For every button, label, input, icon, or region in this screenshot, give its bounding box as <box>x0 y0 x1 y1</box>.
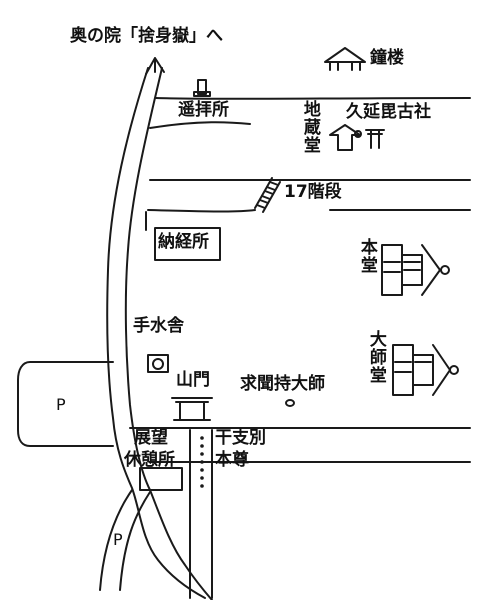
hondo-label: 本堂 <box>356 238 377 274</box>
main-road-right-edge <box>124 67 213 600</box>
temizuya-label: 手水舎 <box>133 316 184 336</box>
tenbo-label-line2: 休憩所 <box>124 450 175 470</box>
tenbo-rest-area <box>139 467 183 491</box>
kuenbiko-torii <box>365 129 385 149</box>
sanmon-label: 山門 <box>176 370 210 390</box>
stairs-label: 17階段 <box>284 182 342 202</box>
parking-label-bottom: P <box>113 530 123 549</box>
nokyosho-building <box>154 227 221 261</box>
daishido-building <box>392 344 459 396</box>
eto-dots <box>200 436 204 488</box>
jizodo-label: 地蔵堂 <box>299 100 320 154</box>
main-road-left-edge <box>106 67 206 599</box>
mid-road-bottom <box>147 209 256 213</box>
hondo-building <box>381 244 450 296</box>
shoro-icon <box>324 47 366 71</box>
eto-label-line1: 干支別 <box>215 428 266 448</box>
upper-road-bottom-edge <box>149 121 251 129</box>
daishido-label: 大師堂 <box>365 330 386 384</box>
yohaisho-label: 遥拝所 <box>178 100 229 120</box>
tenbo-label-line1: 展望 <box>134 428 168 448</box>
parking-bottom-shape <box>99 489 133 591</box>
sanmon-gate <box>171 397 213 421</box>
nokyosho-label: 納経所 <box>158 232 209 252</box>
stairs-17 <box>254 177 281 213</box>
parking-bottom-line2 <box>119 491 151 591</box>
parking-left-shape <box>17 361 114 447</box>
jizodo-building <box>329 124 361 151</box>
gumonji-label: 求聞持大師 <box>240 374 325 394</box>
gumonji-marker <box>285 399 295 407</box>
shoro-label: 鐘楼 <box>370 48 404 68</box>
okunoin-label: 奥の院「捨身嶽」へ <box>70 26 223 46</box>
road-arrow <box>145 57 165 75</box>
temizuya-icon <box>147 354 169 373</box>
eto-label-line2: 本尊 <box>215 450 249 470</box>
parking-label-left: P <box>56 395 66 414</box>
kuenbiko-label: 久延毘古社 <box>346 102 431 122</box>
upper-road-top-edge <box>155 97 471 100</box>
yohaisho-marker <box>197 79 207 95</box>
